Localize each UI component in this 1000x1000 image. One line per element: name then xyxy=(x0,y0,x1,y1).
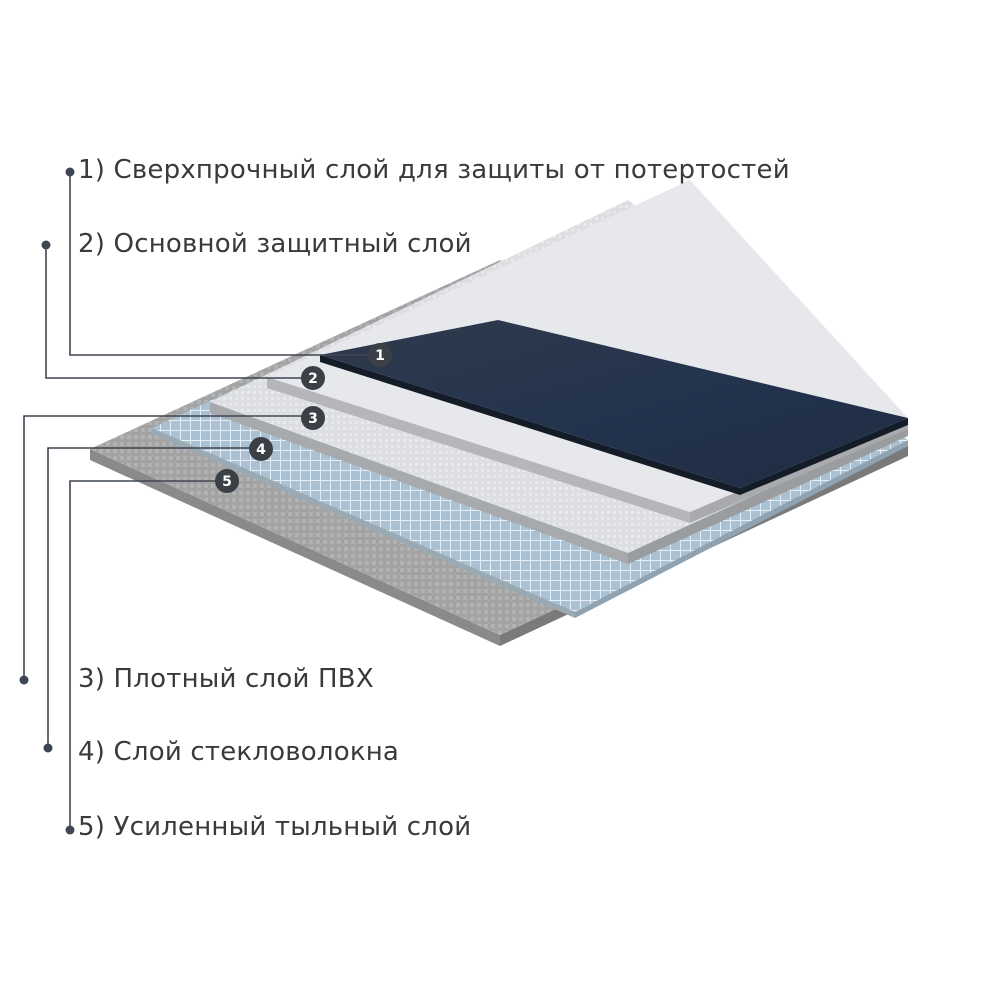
label-layer-2: 2) Основной защитный слой xyxy=(78,229,472,259)
leader-line-5 xyxy=(69,480,220,830)
svg-text:2: 2 xyxy=(308,371,318,387)
label-layer-4: 4) Слой стекловолокна xyxy=(78,737,400,767)
dot-3 xyxy=(19,675,29,685)
svg-text:5: 5 xyxy=(222,474,232,490)
dot-4 xyxy=(43,743,53,753)
leader-dots xyxy=(19,167,75,835)
dot-1 xyxy=(65,167,75,177)
label-layer-3: 3) Плотный слой ПВХ xyxy=(78,664,374,694)
leader-lines xyxy=(23,172,376,830)
leader-line-3 xyxy=(23,415,306,680)
badge-2: 2 xyxy=(301,366,325,390)
label-layer-1: 1) Сверхпрочный слой для защиты от потер… xyxy=(78,155,790,185)
leader-line-1 xyxy=(69,172,376,356)
badge-1: 1 xyxy=(368,343,392,367)
leader-line-4 xyxy=(47,447,254,748)
badge-4: 4 xyxy=(249,437,273,461)
label-layer-5: 5) Усиленный тыльный слой xyxy=(78,812,472,842)
svg-text:4: 4 xyxy=(256,442,266,458)
dot-2 xyxy=(41,240,51,250)
svg-text:1: 1 xyxy=(375,348,385,364)
svg-text:3: 3 xyxy=(308,411,318,427)
layer-1-top xyxy=(320,320,908,495)
badge-5: 5 xyxy=(215,469,239,493)
badge-3: 3 xyxy=(301,406,325,430)
dot-5 xyxy=(65,825,75,835)
leader-line-2 xyxy=(45,245,306,379)
